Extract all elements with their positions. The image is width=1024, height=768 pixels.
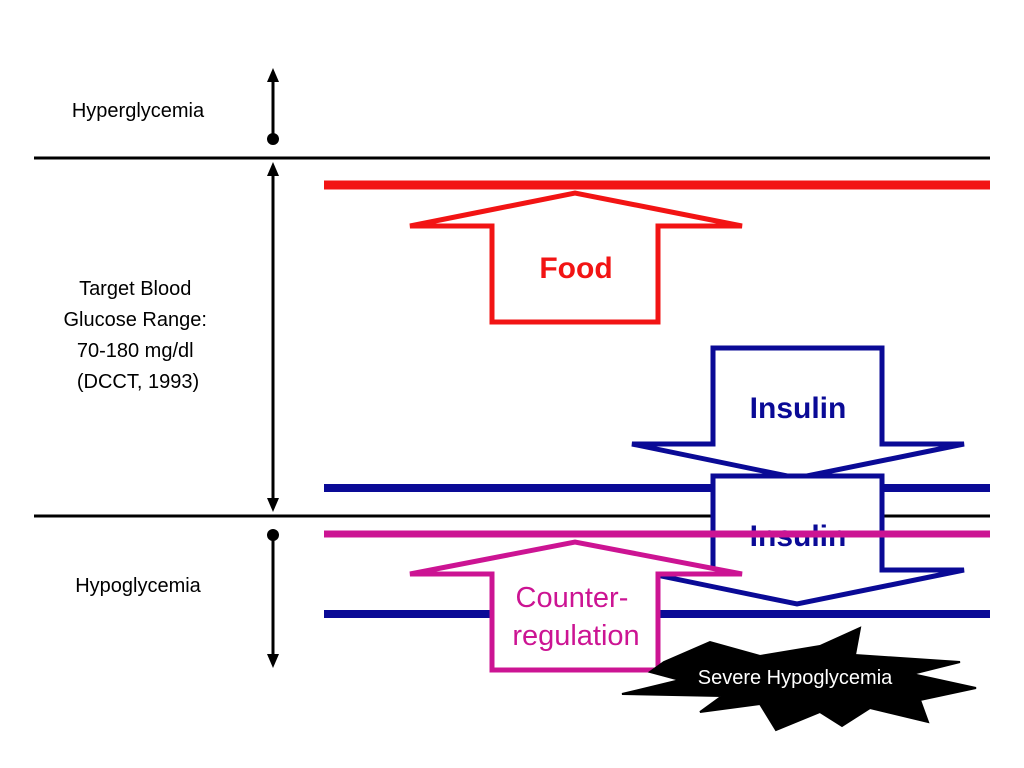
target-range-line-1: Target Blood — [79, 278, 191, 300]
hypoglycemia-label: Hypoglycemia — [75, 575, 201, 597]
hyperglycemia-arrow — [267, 68, 279, 145]
severe-hypoglycemia-burst — [621, 626, 977, 732]
target-range-line-2: Glucose Range: — [64, 309, 207, 331]
food-arrow — [409, 190, 743, 325]
target-range-label: Target Blood Glucose Range: 70-180 mg/dl… — [64, 278, 213, 393]
target-range-line-4: (DCCT, 1993) — [77, 371, 199, 393]
severe-hypoglycemia-label: Severe Hypoglycemia — [698, 667, 893, 689]
insulin-arrow-upper — [631, 345, 965, 481]
food-label: Food — [539, 252, 612, 285]
counter-regulation-arrow — [409, 539, 743, 673]
counter-regulation-line-1: Counter- — [516, 582, 629, 614]
hypoglycemia-arrow — [267, 529, 279, 668]
hyperglycemia-label: Hyperglycemia — [72, 100, 205, 122]
target-range-arrow — [267, 162, 279, 512]
target-range-line-3: 70-180 mg/dl — [77, 340, 194, 362]
insulin-label-upper: Insulin — [750, 392, 847, 425]
counter-regulation-line-2: regulation — [512, 620, 639, 652]
counter-regulation-label: Counter- regulation — [512, 582, 639, 652]
